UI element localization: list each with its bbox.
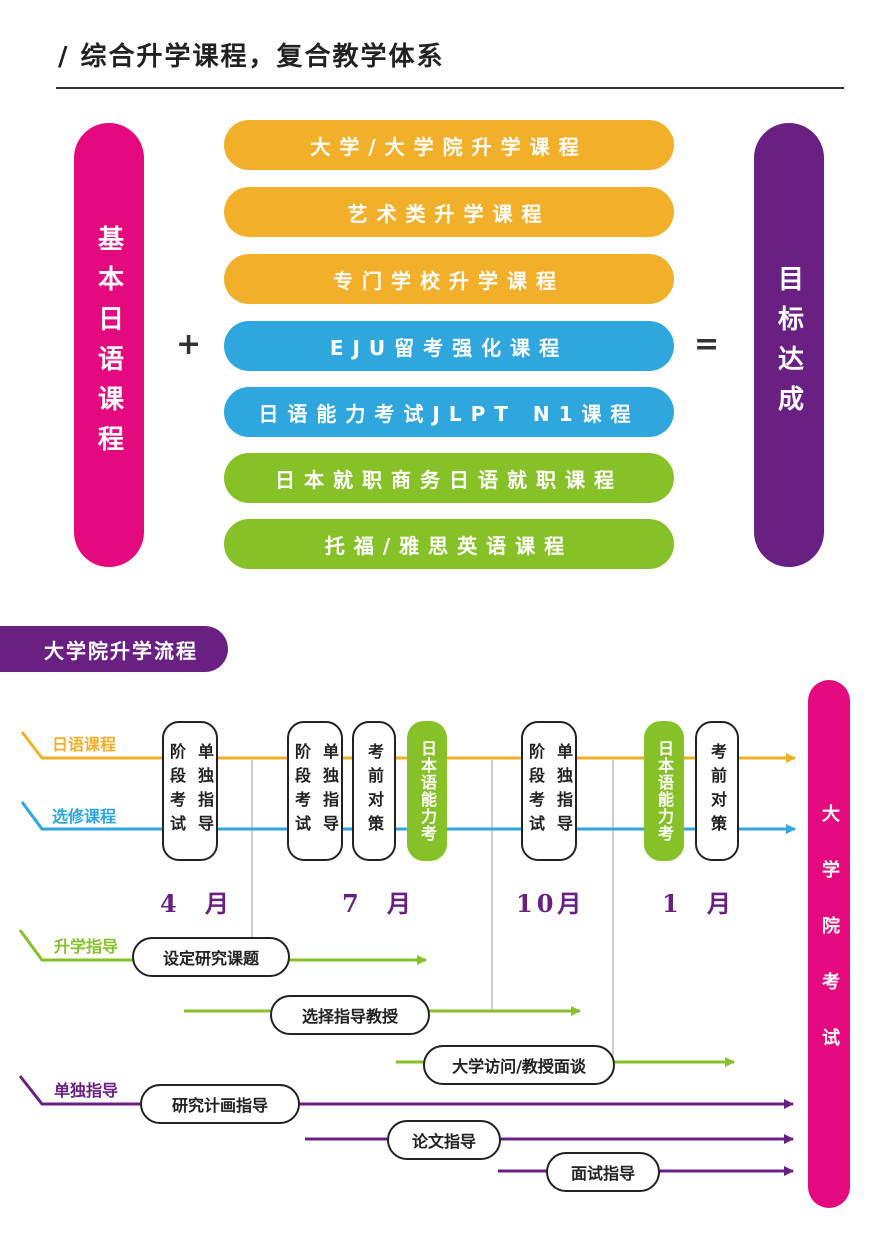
course-jlpt: 日语能力考试JLPT N1课程 xyxy=(224,387,674,437)
course-art: 艺术类升学课程 xyxy=(224,187,674,237)
course-business: 日本就职商务日语就职课程 xyxy=(224,453,674,503)
japanese-track-label: 日语课程 xyxy=(52,735,117,754)
course-vocational: 专门学校升学课程 xyxy=(224,254,674,304)
basic-japanese-course-label: 基本日语课程 xyxy=(93,225,124,465)
page-title: / 综合升学课程，复合教学体系 xyxy=(58,42,445,72)
jlpt-text: 日本语能力考 xyxy=(655,740,674,842)
stage-exam-box-july: 阶段考试 单独指导 xyxy=(287,721,343,861)
graduate-exam-label: 大学院考试 xyxy=(819,804,840,1084)
jlpt-box-january: 日本语能力考 xyxy=(644,721,684,861)
individual-track-label: 单独指导 xyxy=(54,1081,119,1100)
course-eju: EJU留考强化课程 xyxy=(224,321,674,371)
task-research-plan: 研究计画指导 xyxy=(140,1084,300,1124)
individual-guide-text: 单独指导 xyxy=(195,743,214,839)
course-university: 大学/大学院升学课程 xyxy=(224,120,674,170)
stage-exam-box-october: 阶段考试 单独指导 xyxy=(521,721,577,861)
task-interview: 面试指导 xyxy=(546,1152,660,1192)
header-divider xyxy=(56,87,844,89)
task-thesis: 论文指导 xyxy=(387,1120,501,1160)
course-toefl: 托福/雅思英语课程 xyxy=(224,519,674,569)
jlpt-box-july: 日本语能力考 xyxy=(407,721,447,861)
stage-exam-text: 阶段考试 xyxy=(526,743,545,839)
basic-japanese-course-pill: 基本日语课程 xyxy=(74,123,144,567)
task-university-visit: 大学访问/教授面谈 xyxy=(423,1045,615,1085)
stage-exam-text: 阶段考试 xyxy=(292,743,311,839)
individual-guide-text: 单独指导 xyxy=(554,743,573,839)
month-july: 7 月 xyxy=(342,889,422,918)
stage-exam-text: 阶段考试 xyxy=(167,743,186,839)
goal-label: 目标达成 xyxy=(773,265,804,425)
pre-exam-box-july: 考前对策 xyxy=(352,721,396,861)
pre-exam-text: 考前对策 xyxy=(365,743,384,839)
month-january: 1 月 xyxy=(662,889,742,918)
graduate-exam-pill: 大学院考试 xyxy=(808,680,850,1208)
jlpt-text: 日本语能力考 xyxy=(418,740,437,842)
stage-exam-box-april: 阶段考试 单独指导 xyxy=(162,721,218,861)
plus-sign: + xyxy=(176,327,202,362)
month-october: 10月 xyxy=(516,889,586,918)
section-tag: 大学院升学流程 xyxy=(0,626,228,672)
task-set-research-topic: 设定研究课题 xyxy=(132,937,290,977)
pre-exam-text: 考前对策 xyxy=(708,743,727,839)
guidance-track-line xyxy=(18,929,427,965)
individual-guide-text: 单独指导 xyxy=(320,743,339,839)
elective-track-label: 选修课程 xyxy=(52,807,117,826)
task-choose-professor: 选择指导教授 xyxy=(270,995,430,1035)
pre-exam-box-january: 考前对策 xyxy=(695,721,739,861)
month-april: 4 月 xyxy=(160,889,240,918)
guidance-track-label: 升学指导 xyxy=(54,937,119,956)
individual-track-line xyxy=(18,1075,794,1109)
equal-sign: = xyxy=(694,327,720,362)
goal-pill: 目标达成 xyxy=(754,123,824,567)
